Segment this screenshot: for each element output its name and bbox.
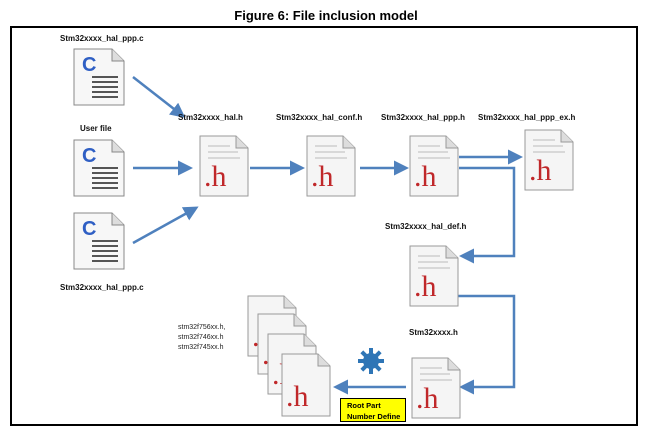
gear-icon (356, 346, 386, 381)
hal-def-h-label: Stm32xxxx_hal_def.h (385, 222, 467, 231)
svg-text:C: C (82, 54, 96, 76)
c-file-icon: C (72, 47, 126, 112)
hal-ppp-h-label: Stm32xxxx_hal_ppp.h (381, 113, 466, 122)
ppp-c-top-label: Stm32xxxx_hal_ppp.c (60, 34, 144, 43)
diagram-frame (10, 26, 638, 426)
svg-text:C: C (82, 145, 96, 167)
h-file-icon: .h (305, 134, 357, 203)
device-header-item: stm32f745xx.h (178, 344, 224, 351)
figure-caption: Figure 6: File inclusion model (234, 8, 418, 23)
h-file-icon: .h (410, 356, 462, 425)
svg-text:.h: .h (204, 160, 227, 193)
h-file-icon: .h (523, 128, 575, 197)
hal-ppp-ex-h-label: Stm32xxxx_hal_ppp_ex.h (478, 113, 576, 122)
device-header-item: stm32f756xx.h, (178, 324, 226, 331)
c-file-icon: C (72, 211, 126, 276)
hal-conf-h-label: Stm32xxxx_hal_conf.h (276, 113, 363, 122)
root-part-number-note: Root Part Number Define (340, 398, 406, 422)
hal-h-label: Stm32xxxx_hal.h (178, 113, 243, 122)
arrow-ppp-c-top-to-hal (132, 76, 186, 118)
h-file-icon: .h (280, 352, 332, 423)
svg-text:.h: .h (414, 270, 437, 303)
h-file-icon: .h (408, 134, 460, 203)
arrow-hal-def-to-stm32xxxx (458, 294, 516, 395)
svg-text:.h: .h (414, 160, 437, 193)
svg-text:.h: .h (416, 382, 439, 415)
user-file-label: User file (80, 124, 112, 133)
svg-text:.h: .h (311, 160, 334, 193)
h-file-icon: .h (408, 244, 460, 313)
root-note-line1: Root Part (347, 401, 381, 410)
svg-text:.h: .h (529, 154, 552, 187)
arrow-ppp-c-bottom-to-hal (132, 206, 199, 245)
arrow-hal-ppp-to-hal-def (459, 166, 516, 264)
stm32xxxx-h-label: Stm32xxxx.h (409, 328, 458, 337)
svg-text:C: C (82, 218, 96, 240)
c-file-icon: C (72, 138, 126, 203)
svg-text:.h: .h (286, 380, 309, 413)
h-file-icon: .h (198, 134, 250, 203)
device-header-item: stm32f746xx.h (178, 334, 224, 341)
ppp-c-bottom-label: Stm32xxxx_hal_ppp.c (60, 283, 144, 292)
root-note-line2: Number Define (347, 412, 401, 421)
device-headers-list: stm32f756xx.h, stm32f746xx.h stm32f745xx… (178, 323, 225, 353)
